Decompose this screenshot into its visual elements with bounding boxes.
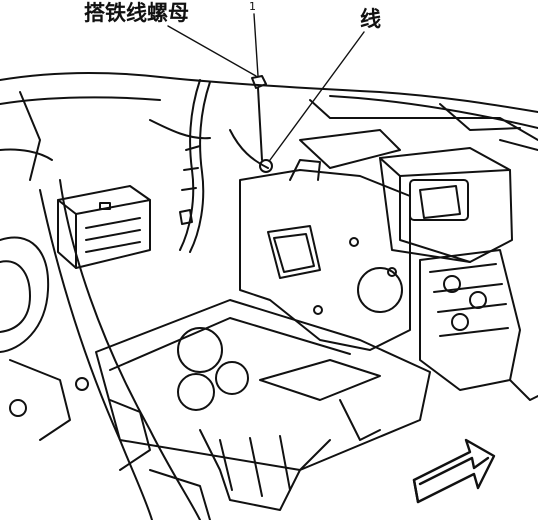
battery-tray (95, 299, 431, 520)
ground-nut-label: 搭铁线螺母 (84, 1, 189, 25)
modulator-unit (299, 129, 538, 401)
wire-label: 线 (360, 7, 381, 31)
wiring-harness (149, 79, 269, 253)
left-fender-and-housing (0, 179, 201, 520)
mounting-bracket-plate (239, 159, 411, 351)
callout-index-number: 1 (249, 0, 256, 13)
ground-nut-stud (251, 75, 273, 173)
body-panel-outline (0, 72, 538, 181)
forward-arrow-icon (412, 438, 496, 504)
relay-box (57, 185, 151, 269)
callout-leader-lines (167, 13, 365, 161)
